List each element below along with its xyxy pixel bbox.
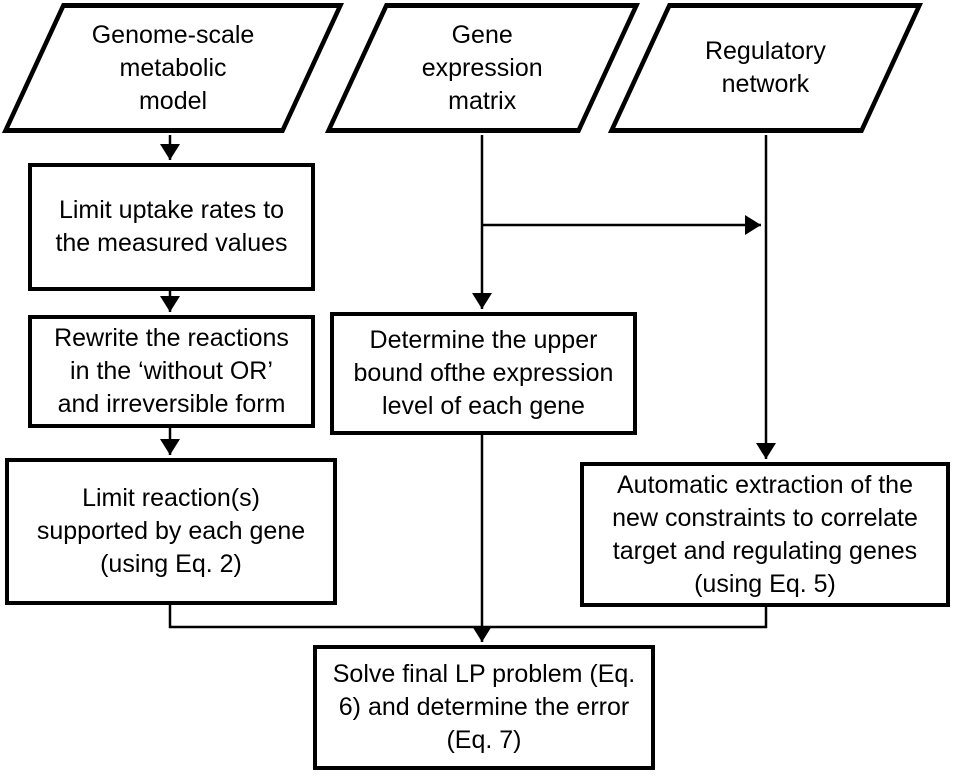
node-label: Gene expression matrix <box>422 20 543 115</box>
node-solve-final-lp: Solve final LP problem (Eq. 6) and deter… <box>313 645 655 770</box>
node-limit-uptake-rates: Limit uptake rates to the measured value… <box>28 163 315 291</box>
node-label: Rewrite the reactions in the ‘without OR… <box>54 324 289 418</box>
node-automatic-extraction: Automatic extraction of the new constrai… <box>580 462 950 607</box>
node-rewrite-reactions: Rewrite the reactions in the ‘without OR… <box>28 315 315 428</box>
node-limit-reactions: Limit reaction(s) supported by each gene… <box>5 458 337 605</box>
node-label: Solve final LP problem (Eq. 6) and deter… <box>332 660 636 754</box>
node-label: Automatic extraction of the new constrai… <box>612 470 918 598</box>
node-label: Limit uptake rates to the measured value… <box>55 196 288 257</box>
node-determine-upper-bound: Determine the upper bound ofthe expressi… <box>330 312 637 435</box>
node-label: Genome-scale metabolic model <box>91 20 255 115</box>
node-genome-scale-metabolic-model: Genome-scale metabolic model <box>1 3 344 133</box>
node-label: Limit reaction(s) supported by each gene… <box>36 484 306 578</box>
node-label: Regulatory network <box>705 37 826 98</box>
node-label: Determine the upper bound ofthe expressi… <box>353 326 614 420</box>
